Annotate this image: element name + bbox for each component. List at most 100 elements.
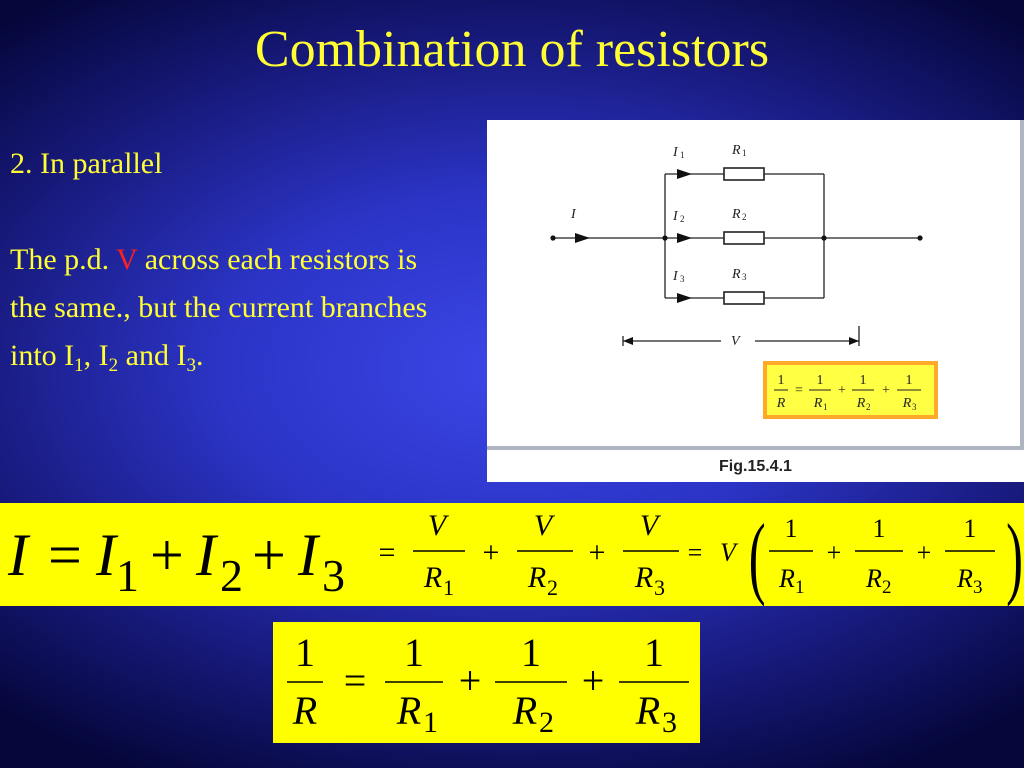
junction-right <box>821 235 827 241</box>
label-i3: I <box>672 269 679 284</box>
para-prefix: The p.d. <box>10 243 117 276</box>
arrow-v-left <box>623 337 633 345</box>
eq2-t3-num: V <box>640 509 662 542</box>
eq1-i2-sub: 2 <box>220 550 243 601</box>
mini-eq: = <box>795 383 803 398</box>
label-i2-sub: 2 <box>680 214 685 224</box>
mini-t1-den: R <box>813 396 823 411</box>
eq2-inner-plus-2: + <box>917 538 932 567</box>
circuit-diagram: I I I I R R R V 1 2 3 1 2 3 <box>550 143 938 419</box>
mini-plus-2: + <box>882 383 890 398</box>
eq3-t1-num: 1 <box>404 630 424 675</box>
label-r2: R <box>731 207 741 222</box>
current-i1-sub: 1 <box>74 355 84 376</box>
resistor-r2 <box>723 231 765 245</box>
eq3-t3-sub: 3 <box>662 706 677 739</box>
eq3-t3-den: R <box>635 688 660 733</box>
and-word: and <box>118 339 177 372</box>
arrow-i2 <box>677 233 692 243</box>
para-mid: across each resistors is the same., but … <box>10 243 428 372</box>
label-i1-sub: 1 <box>680 150 685 160</box>
mini-formula: 1 R = 1 R + 1 R + 1 R 1 2 3 <box>763 361 938 419</box>
current-i1: I <box>64 339 75 372</box>
eq2-i2-den: R <box>865 564 882 593</box>
arrow-v-right <box>849 337 859 345</box>
eq2-plus-1: + <box>483 536 500 569</box>
eq1-i1: I <box>95 522 119 588</box>
label-i1: I <box>672 145 679 160</box>
mini-t3-den: R <box>902 396 912 411</box>
equation-voltage: = V R + V R + V R = V 1 R + 1 R + 1 R ( … <box>367 503 1024 608</box>
resistor-r1 <box>723 167 765 181</box>
current-i3-sub: 3 <box>186 355 197 376</box>
mini-t2-sub: 2 <box>866 402 871 412</box>
arrow-i1 <box>677 169 692 179</box>
label-r3-sub: 3 <box>742 272 747 282</box>
eq2-i2-sub: 2 <box>882 577 892 598</box>
label-r1: R <box>731 143 741 158</box>
circuit-figure: I I I I R R R V 1 2 3 1 2 3 <box>487 120 1024 482</box>
eq1-plus-2: + <box>252 522 286 588</box>
eq2-inner-plus-1: + <box>827 538 842 567</box>
eq2-i1-den: R <box>778 564 795 593</box>
eq1-plus-1: + <box>150 522 184 588</box>
eq2-i3-num: 1 <box>964 514 977 543</box>
eq3-equals: = <box>344 658 367 703</box>
eq3-plus-2: + <box>582 658 605 703</box>
mini-t1-num: 1 <box>817 373 824 388</box>
eq2-t2-den: R <box>527 561 546 594</box>
figure-frame <box>487 120 1024 450</box>
section-heading: 2. In parallel <box>10 147 163 180</box>
eq2-i1-num: 1 <box>785 514 798 543</box>
label-i3-sub: 3 <box>680 274 685 284</box>
mini-t2-num: 1 <box>860 373 867 388</box>
terminal-right <box>917 235 923 241</box>
period: . <box>196 339 204 372</box>
resistor-r3 <box>723 291 765 305</box>
eq2-plus-2: + <box>589 536 606 569</box>
eq3-lhs-num: 1 <box>295 630 315 675</box>
eq2-rparen: ) <box>1006 506 1023 606</box>
eq3-t2-sub: 2 <box>539 706 554 739</box>
eq2-t3-den: R <box>634 561 653 594</box>
mini-lhs-den: R <box>776 396 786 411</box>
eq2-t1-num: V <box>428 509 450 542</box>
eq3-t1-den: R <box>396 688 421 733</box>
label-r2-sub: 2 <box>742 212 747 222</box>
mini-t3-sub: 3 <box>912 402 917 412</box>
current-i2-sub: 2 <box>108 355 119 376</box>
eq1-lhs: I <box>7 522 31 588</box>
mini-t1-sub: 1 <box>823 402 828 412</box>
eq2-lparen: ( <box>749 506 766 606</box>
eq2-i3-den: R <box>956 564 973 593</box>
mini-plus-1: + <box>838 383 846 398</box>
paragraph: The p.d. V across each resistors is the … <box>10 236 450 380</box>
eq2-equals-2: = <box>688 538 703 567</box>
eq2-i3-sub: 3 <box>973 577 983 598</box>
equation-currents: I = I + I + I 1 2 3 <box>0 503 367 606</box>
eq2-equals: = <box>379 536 396 569</box>
junction-left <box>662 235 668 241</box>
eq3-t2-den: R <box>512 688 537 733</box>
eq3-lhs-den: R <box>292 688 317 733</box>
voltage-symbol: V <box>116 243 138 276</box>
eq2-i2-num: 1 <box>873 514 886 543</box>
eq2-t2-sub: 2 <box>547 575 558 600</box>
label-v: V <box>731 334 741 349</box>
eq3-t3-num: 1 <box>644 630 664 675</box>
eq2-t2-num: V <box>534 509 556 542</box>
comma: , <box>83 339 99 372</box>
terminal-left <box>550 235 556 241</box>
eq2-t3-sub: 3 <box>654 575 665 600</box>
body-text: 2. In parallel The p.d. V across each re… <box>10 140 450 380</box>
figure-caption: Fig.15.4.1 <box>719 458 792 475</box>
eq2-i1-sub: 1 <box>795 577 805 598</box>
label-r1-sub: 1 <box>742 148 747 158</box>
current-i3: I <box>176 339 187 372</box>
eq2-t1-sub: 1 <box>443 575 454 600</box>
eq1-i3-sub: 3 <box>322 550 345 601</box>
arrow-main <box>575 233 590 243</box>
eq1-i3: I <box>297 522 321 588</box>
current-i2: I <box>98 339 109 372</box>
eq3-t2-num: 1 <box>521 630 541 675</box>
